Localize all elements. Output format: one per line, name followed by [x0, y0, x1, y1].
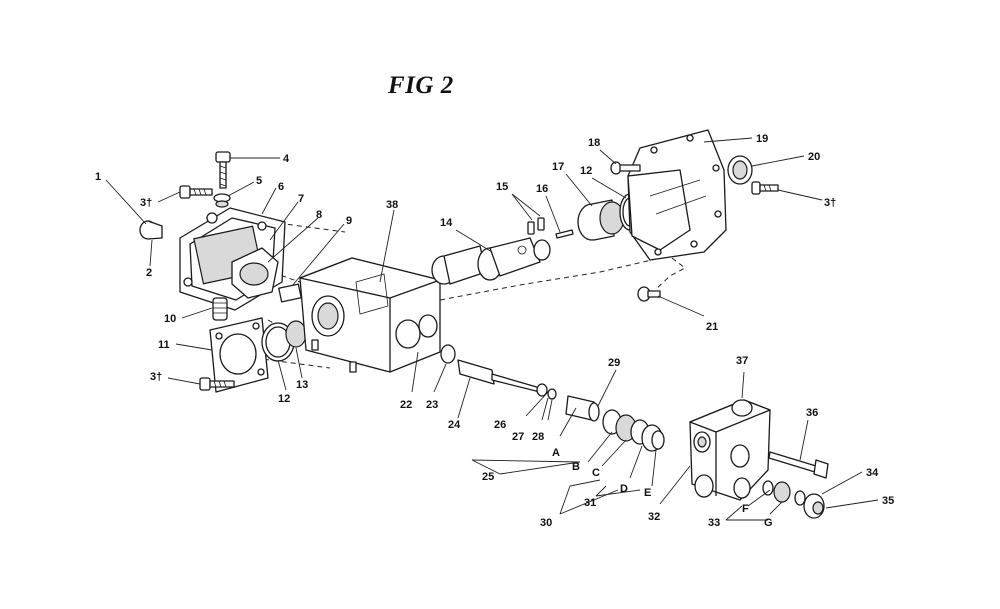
callout-29: 29: [608, 357, 620, 369]
spring: [212, 297, 228, 321]
set-screws: [527, 217, 545, 235]
callout-35: 35: [882, 495, 894, 507]
callout-12-right: 12: [580, 165, 592, 177]
callout-F: F: [742, 503, 749, 515]
callout-G: G: [764, 517, 773, 529]
callout-5: 5: [256, 175, 262, 187]
callout-22: 22: [400, 399, 412, 411]
callout-11: 11: [158, 339, 170, 351]
shaft-key: [278, 283, 302, 303]
callout-2: 2: [146, 267, 152, 279]
callout-27: 27: [512, 431, 524, 443]
callout-4: 4: [283, 153, 290, 165]
callout-13: 13: [296, 379, 308, 391]
callout-37: 37: [736, 355, 748, 367]
o-ring-bearing-left: [261, 320, 307, 362]
plug: [139, 220, 163, 240]
callout-8: 8: [316, 209, 322, 221]
callout-C: C: [592, 467, 600, 479]
callout-16: 16: [536, 183, 548, 195]
callout-30: 30: [540, 517, 552, 529]
gasket-bracket: [231, 247, 279, 299]
callout-17: 17: [552, 161, 564, 173]
seal-stack: [602, 409, 665, 452]
shaft-seal: [727, 155, 753, 185]
callout-20: 20: [808, 151, 820, 163]
callout-15: 15: [496, 181, 508, 193]
callout-6: 6: [278, 181, 284, 193]
callout-7: 7: [298, 193, 304, 205]
callout-3-right: 3†: [824, 197, 836, 209]
callout-26: 26: [494, 419, 506, 431]
cap-screw-right: [751, 181, 779, 195]
retaining-ring: [547, 388, 557, 400]
callout-38: 38: [386, 199, 398, 211]
callout-labels: 1 2 3† 4 5 6 7 8 9 10 11 3† 12 13 38 14 …: [95, 133, 894, 529]
pump-housing: [299, 257, 441, 373]
valve-fittings: [762, 480, 825, 519]
callout-28: 28: [532, 431, 544, 443]
callout-25: 25: [482, 471, 494, 483]
vent-screw: [213, 151, 231, 208]
figure-title: FIG 2: [388, 72, 454, 99]
callout-31: 31: [584, 497, 596, 509]
washer: [440, 344, 456, 364]
pin: [555, 229, 574, 239]
mounting-flange: [627, 129, 727, 261]
callout-9: 9: [346, 215, 352, 227]
callout-10: 10: [164, 313, 176, 325]
callout-D: D: [620, 483, 628, 495]
callout-21: 21: [706, 321, 718, 333]
callout-24: 24: [448, 419, 461, 431]
piston-rod: [457, 359, 548, 397]
callout-12-left: 12: [278, 393, 290, 405]
callout-34: 34: [866, 467, 879, 479]
cap-screw-top-left: [179, 185, 213, 199]
cap-screw-bottom-left: [199, 377, 235, 391]
callout-18: 18: [588, 137, 600, 149]
callout-3-bottom-left: 3†: [150, 371, 162, 383]
callout-B: B: [572, 461, 580, 473]
callout-19: 19: [756, 133, 768, 145]
callout-36: 36: [806, 407, 818, 419]
callout-E: E: [644, 487, 651, 499]
shaft: [431, 237, 551, 285]
leader-lines: [105, 137, 879, 521]
callout-32: 32: [648, 511, 660, 523]
gasket-plate: [209, 317, 269, 393]
valve-bolt: [768, 451, 829, 479]
valve-block: [689, 399, 771, 501]
callout-1: 1: [95, 171, 101, 183]
callout-A: A: [552, 447, 560, 459]
drain-plug: [637, 286, 661, 302]
flange-screw: [610, 161, 641, 175]
callout-14: 14: [440, 217, 453, 229]
callout-33: 33: [708, 517, 720, 529]
callout-23: 23: [426, 399, 438, 411]
callout-3-top-left: 3†: [140, 197, 152, 209]
